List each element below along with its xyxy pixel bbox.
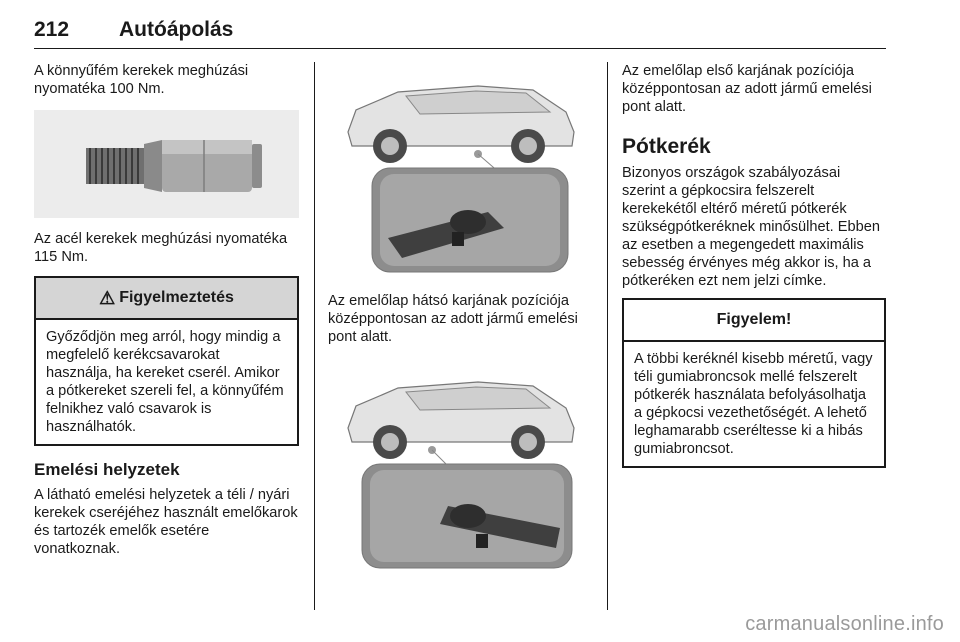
column-1: A könnyűfém kerekek meghúzási nyomatéka … [34, 62, 299, 558]
page-header: 212 Autóápolás [34, 10, 886, 49]
alloy-torque-text: A könnyűfém kerekek meghúzási nyomatéka … [34, 63, 249, 97]
spare-wheel-text: Bizonyos országok szabályozásai szerint … [622, 165, 880, 289]
front-lift-point-illustration [328, 358, 592, 570]
column-3: Az emelőlap első karjának pozíciója közé… [622, 62, 886, 468]
rear-lift-caption: Az emelőlap hátsó karjának pozíciója köz… [328, 293, 578, 345]
car-lift-point-front-icon [328, 358, 592, 570]
watermark: carmanualsonline.info [745, 613, 944, 635]
section-title: Autóápolás [119, 18, 234, 41]
lift-positions-heading: Emelési helyzetek [34, 460, 180, 479]
warning-box: ⚠ Figyelmeztetés Győződjön meg arról, ho… [34, 276, 299, 446]
note-box-header: Figyelem! [624, 300, 884, 342]
column-divider-2 [607, 62, 608, 610]
spare-wheel-heading: Pótkerék [622, 135, 711, 158]
column-2: Az emelőlap hátsó karjának pozíciója köz… [328, 62, 592, 570]
front-lift-caption: Az emelőlap első karjának pozíciója közé… [622, 63, 872, 115]
lift-positions-text: A látható emelési helyzetek a téli / nyá… [34, 487, 298, 557]
page-number: 212 [34, 18, 70, 41]
header-divider [34, 48, 886, 49]
column-divider-1 [314, 62, 315, 610]
wheel-bolt-icon [34, 110, 299, 218]
car-lift-point-icon [328, 62, 592, 276]
note-text: A többi keréknél kisebb méretű, vagy tél… [634, 351, 873, 457]
warning-title: Figyelmeztetés [119, 289, 234, 306]
note-box: Figyelem! A többi keréknél kisebb méretű… [622, 298, 886, 468]
note-title: Figyelem! [716, 311, 792, 328]
warning-triangle-icon: ⚠ [99, 288, 116, 308]
warning-box-header: ⚠ Figyelmeztetés [36, 278, 297, 320]
steel-torque-text: Az acél kerekek meghúzási nyomatéka 115 … [34, 231, 288, 265]
wheel-bolt-illustration [34, 110, 299, 218]
rear-lift-point-illustration [328, 62, 592, 276]
warning-text: Győződjön meg arról, hogy mindig a megfe… [46, 329, 284, 435]
